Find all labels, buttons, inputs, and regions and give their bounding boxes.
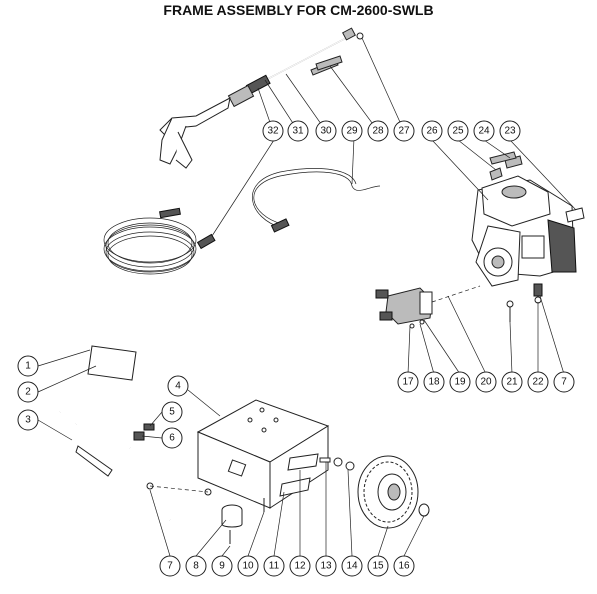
callout-32: 32 [262, 120, 284, 142]
callout-5: 5 [161, 401, 183, 423]
callout-15: 15 [367, 555, 389, 577]
pump [375, 285, 481, 329]
svg-text:25: 25 [452, 126, 464, 137]
svg-text:28: 28 [372, 126, 384, 137]
svg-text:13: 13 [320, 561, 332, 572]
callout-31: 31 [287, 120, 309, 142]
wheel [357, 455, 430, 529]
engine-mount-bolts [506, 283, 543, 322]
callout-9: 9 [211, 555, 233, 577]
callout-30: 30 [315, 120, 337, 142]
callout-29: 29 [341, 120, 363, 142]
callout-20: 20 [475, 371, 497, 393]
svg-text:9: 9 [219, 561, 225, 572]
callout-11: 11 [263, 555, 285, 577]
svg-text:31: 31 [292, 126, 304, 137]
callout-24: 24 [473, 120, 495, 142]
callout-10: 10 [237, 555, 259, 577]
callout-2: 2 [17, 381, 39, 403]
callout-21: 21 [501, 371, 523, 393]
callout-4: 4 [167, 375, 189, 397]
svg-text:24: 24 [478, 126, 490, 137]
svg-text:8: 8 [193, 561, 199, 572]
leader-lines [37, 37, 577, 557]
svg-text:3: 3 [25, 415, 31, 426]
decals [87, 55, 517, 497]
svg-text:27: 27 [398, 126, 410, 137]
svg-text:14: 14 [346, 561, 358, 572]
svg-text:7: 7 [167, 561, 173, 572]
svg-text:2: 2 [25, 387, 31, 398]
callout-16: 16 [393, 555, 415, 577]
callout-6: 6 [161, 427, 183, 449]
callout-14: 14 [341, 555, 363, 577]
callout-22: 22 [527, 371, 549, 393]
svg-text:20: 20 [480, 377, 492, 388]
svg-text:5: 5 [169, 407, 175, 418]
hardware [133, 423, 355, 544]
svg-text:12: 12 [294, 561, 306, 572]
callout-19: 19 [449, 371, 471, 393]
engine [471, 155, 585, 287]
callout-17: 17 [397, 371, 419, 393]
hose-coil [103, 207, 216, 275]
svg-text:1: 1 [25, 361, 31, 372]
callout-18: 18 [423, 371, 445, 393]
callout-25: 25 [447, 120, 469, 142]
svg-text:22: 22 [532, 377, 544, 388]
svg-text:4: 4 [175, 381, 181, 392]
callout-23: 23 [499, 120, 521, 142]
diagram-title: FRAME ASSEMBLY FOR CM-2600-SWLB [163, 2, 434, 18]
svg-text:17: 17 [402, 377, 414, 388]
callout-1: 1 [17, 355, 39, 377]
svg-text:21: 21 [506, 377, 518, 388]
svg-text:30: 30 [320, 126, 332, 137]
svg-text:6: 6 [169, 433, 175, 444]
callout-13: 13 [315, 555, 337, 577]
callout-12: 12 [289, 555, 311, 577]
svg-text:7: 7 [561, 377, 567, 388]
svg-text:11: 11 [269, 561, 280, 572]
svg-text:26: 26 [426, 126, 438, 137]
svg-text:15: 15 [372, 561, 384, 572]
svg-text:23: 23 [504, 126, 516, 137]
svg-text:18: 18 [428, 377, 440, 388]
callout-8: 8 [185, 555, 207, 577]
callout-3: 3 [17, 409, 39, 431]
short-hose [251, 168, 381, 233]
svg-text:19: 19 [454, 377, 466, 388]
svg-text:16: 16 [398, 561, 410, 572]
callout-7-bottom: 7 [159, 555, 181, 577]
callout-27: 27 [393, 120, 415, 142]
callout-bubbles: 32 31 30 29 28 27 26 25 24 23 17 18 19 2… [17, 120, 575, 577]
callout-26: 26 [421, 120, 443, 142]
svg-text:32: 32 [267, 126, 279, 137]
svg-text:10: 10 [242, 561, 254, 572]
svg-text:29: 29 [346, 126, 358, 137]
callout-7: 7 [553, 371, 575, 393]
callout-28: 28 [367, 120, 389, 142]
frame-handle [58, 363, 330, 522]
